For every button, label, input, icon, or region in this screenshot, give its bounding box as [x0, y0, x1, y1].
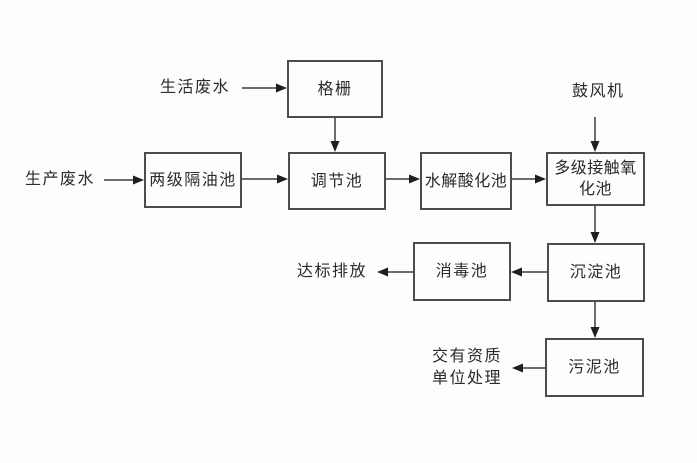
- arrow-production-to-oil: [104, 175, 144, 185]
- node-hydrolysis-tank-label: 水解酸化池: [424, 172, 508, 190]
- node-bar-screen: 格栅: [287, 60, 383, 118]
- node-hydrolysis-tank: 水解酸化池: [420, 152, 512, 210]
- arrow-oxidation-to-sedimentation: [590, 206, 600, 243]
- label-qualified-disposal-line2: 单位处理: [432, 370, 503, 387]
- node-sedimentation-tank: 沉淀池: [547, 243, 645, 302]
- arrow-domestic-to-screen: [242, 83, 287, 93]
- label-blower: 鼓风机: [572, 83, 625, 100]
- node-sedimentation-tank-label: 沉淀池: [569, 264, 623, 281]
- node-disinfection-tank-label: 消毒池: [435, 263, 489, 280]
- arrow-disinfection-to-discharge: [377, 267, 413, 277]
- arrow-screen-to-equalization: [330, 118, 340, 152]
- arrow-hydrolysis-to-oxidation: [512, 174, 546, 184]
- label-discharge: 达标排放: [297, 263, 368, 280]
- node-sludge-tank-label: 污泥池: [568, 359, 621, 376]
- node-sludge-tank: 污泥池: [545, 338, 644, 397]
- node-oxidation-tank: 多级接触氧 化池: [546, 152, 645, 206]
- node-oil-separator-label: 两级隔油池: [149, 171, 237, 189]
- arrow-oil-to-equalization: [242, 174, 288, 184]
- node-bar-screen-label: 格栅: [317, 80, 353, 98]
- node-equalization-tank-label: 调节池: [310, 172, 364, 190]
- node-equalization-tank: 调节池: [288, 152, 386, 210]
- label-production-wastewater: 生产废水: [25, 171, 96, 188]
- arrow-sludge-to-qualified: [512, 363, 545, 373]
- arrow-sedimentation-to-sludge: [590, 302, 600, 338]
- node-oxidation-tank-label-line1: 多级接触氧: [554, 160, 637, 177]
- arrow-blower-to-oxidation: [590, 117, 600, 152]
- label-qualified-disposal-line1: 交有资质: [432, 348, 503, 365]
- arrow-sedimentation-to-disinfection: [511, 267, 547, 277]
- label-qualified-disposal: 交有资质 单位处理: [432, 346, 502, 390]
- node-oil-separator: 两级隔油池: [144, 152, 242, 208]
- node-oxidation-tank-label-line2: 化池: [578, 181, 612, 198]
- label-domestic-wastewater: 生活废水: [160, 79, 231, 96]
- node-disinfection-tank: 消毒池: [413, 242, 511, 301]
